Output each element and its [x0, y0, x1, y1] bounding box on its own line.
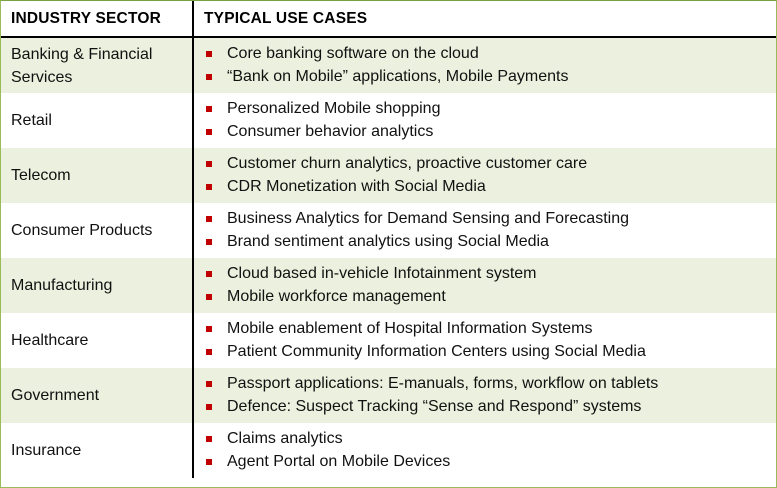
use-case-item: Personalized Mobile shopping — [204, 98, 440, 121]
use-case-item: Core banking software on the cloud — [204, 43, 569, 66]
square-bullet-icon — [206, 349, 212, 355]
header-typical-use-cases: TYPICAL USE CASES — [204, 9, 368, 27]
square-bullet-icon — [206, 51, 212, 57]
use-cases-cell: Claims analytics Agent Portal on Mobile … — [194, 423, 776, 478]
use-case-item: Claims analytics — [204, 428, 450, 451]
sector-cell: Telecom — [1, 148, 194, 203]
table-row: Consumer Products Business Analytics for… — [1, 203, 776, 258]
square-bullet-icon — [206, 216, 212, 222]
use-cases-cell: Business Analytics for Demand Sensing an… — [194, 203, 776, 258]
sector-cell: Consumer Products — [1, 203, 194, 258]
use-cases-cell: Passport applications: E-manuals, forms,… — [194, 368, 776, 423]
square-bullet-icon — [206, 129, 212, 135]
square-bullet-icon — [206, 161, 212, 167]
use-case-text: Mobile workforce management — [227, 288, 446, 305]
use-case-text: Claims analytics — [227, 430, 343, 447]
square-bullet-icon — [206, 436, 212, 442]
use-case-text: Consumer behavior analytics — [227, 123, 434, 140]
sector-cell: Retail — [1, 93, 194, 148]
use-case-item: Cloud based in-vehicle Infotainment syst… — [204, 263, 537, 286]
use-case-item: Passport applications: E-manuals, forms,… — [204, 373, 658, 396]
sector-cell: Banking & Financial Services — [1, 38, 194, 93]
use-case-item: Mobile workforce management — [204, 286, 537, 309]
use-case-item: Defence: Suspect Tracking “Sense and Res… — [204, 396, 658, 419]
use-case-text: CDR Monetization with Social Media — [227, 178, 486, 195]
square-bullet-icon — [206, 294, 212, 300]
use-case-text: Mobile enablement of Hospital Informatio… — [227, 320, 593, 337]
use-case-text: Business Analytics for Demand Sensing an… — [227, 210, 629, 227]
table-row: Telecom Customer churn analytics, proact… — [1, 148, 776, 203]
square-bullet-icon — [206, 106, 212, 112]
sector-cell: Manufacturing — [1, 258, 194, 313]
square-bullet-icon — [206, 74, 212, 80]
table-row: Government Passport applications: E-manu… — [1, 368, 776, 423]
table-row: Healthcare Mobile enablement of Hospital… — [1, 313, 776, 368]
use-case-text: Agent Portal on Mobile Devices — [227, 453, 451, 470]
sector-cell: Healthcare — [1, 313, 194, 368]
square-bullet-icon — [206, 326, 212, 332]
use-case-item: CDR Monetization with Social Media — [204, 176, 587, 199]
use-case-text: “Bank on Mobile” applications, Mobile Pa… — [227, 68, 569, 85]
square-bullet-icon — [206, 239, 212, 245]
square-bullet-icon — [206, 184, 212, 190]
use-case-item: Consumer behavior analytics — [204, 121, 440, 144]
use-case-item: Mobile enablement of Hospital Informatio… — [204, 318, 646, 341]
square-bullet-icon — [206, 404, 212, 410]
use-cases-cell: Customer churn analytics, proactive cust… — [194, 148, 776, 203]
use-cases-cell: Personalized Mobile shopping Consumer be… — [194, 93, 776, 148]
use-case-item: Agent Portal on Mobile Devices — [204, 451, 450, 474]
use-case-text: Defence: Suspect Tracking “Sense and Res… — [227, 398, 642, 415]
use-case-text: Passport applications: E-manuals, forms,… — [227, 375, 659, 392]
use-case-text: Brand sentiment analytics using Social M… — [227, 233, 549, 250]
use-case-text: Core banking software on the cloud — [227, 45, 479, 62]
use-cases-cell: Cloud based in-vehicle Infotainment syst… — [194, 258, 776, 313]
table-header: INDUSTRY SECTOR TYPICAL USE CASES — [1, 1, 776, 38]
use-case-item: Customer churn analytics, proactive cust… — [204, 153, 587, 176]
use-case-text: Personalized Mobile shopping — [227, 100, 441, 117]
use-case-text: Patient Community Information Centers us… — [227, 343, 646, 360]
square-bullet-icon — [206, 271, 212, 277]
use-case-item: Brand sentiment analytics using Social M… — [204, 231, 629, 254]
square-bullet-icon — [206, 459, 212, 465]
use-case-item: “Bank on Mobile” applications, Mobile Pa… — [204, 66, 569, 89]
sector-cell: Insurance — [1, 423, 194, 478]
square-bullet-icon — [206, 381, 212, 387]
use-case-text: Cloud based in-vehicle Infotainment syst… — [227, 265, 537, 282]
table-row: Insurance Claims analytics Agent Portal … — [1, 423, 776, 478]
use-cases-cell: Mobile enablement of Hospital Informatio… — [194, 313, 776, 368]
header-industry-sector: INDUSTRY SECTOR — [1, 1, 194, 36]
table-row: Manufacturing Cloud based in-vehicle Inf… — [1, 258, 776, 313]
sector-cell: Government — [1, 368, 194, 423]
use-case-item: Business Analytics for Demand Sensing an… — [204, 208, 629, 231]
use-cases-cell: Core banking software on the cloud “Bank… — [194, 38, 776, 93]
table-row: Retail Personalized Mobile shopping Cons… — [1, 93, 776, 148]
table-row: Banking & Financial Services Core bankin… — [1, 38, 776, 93]
use-case-item: Patient Community Information Centers us… — [204, 341, 646, 364]
use-case-text: Customer churn analytics, proactive cust… — [227, 155, 588, 172]
